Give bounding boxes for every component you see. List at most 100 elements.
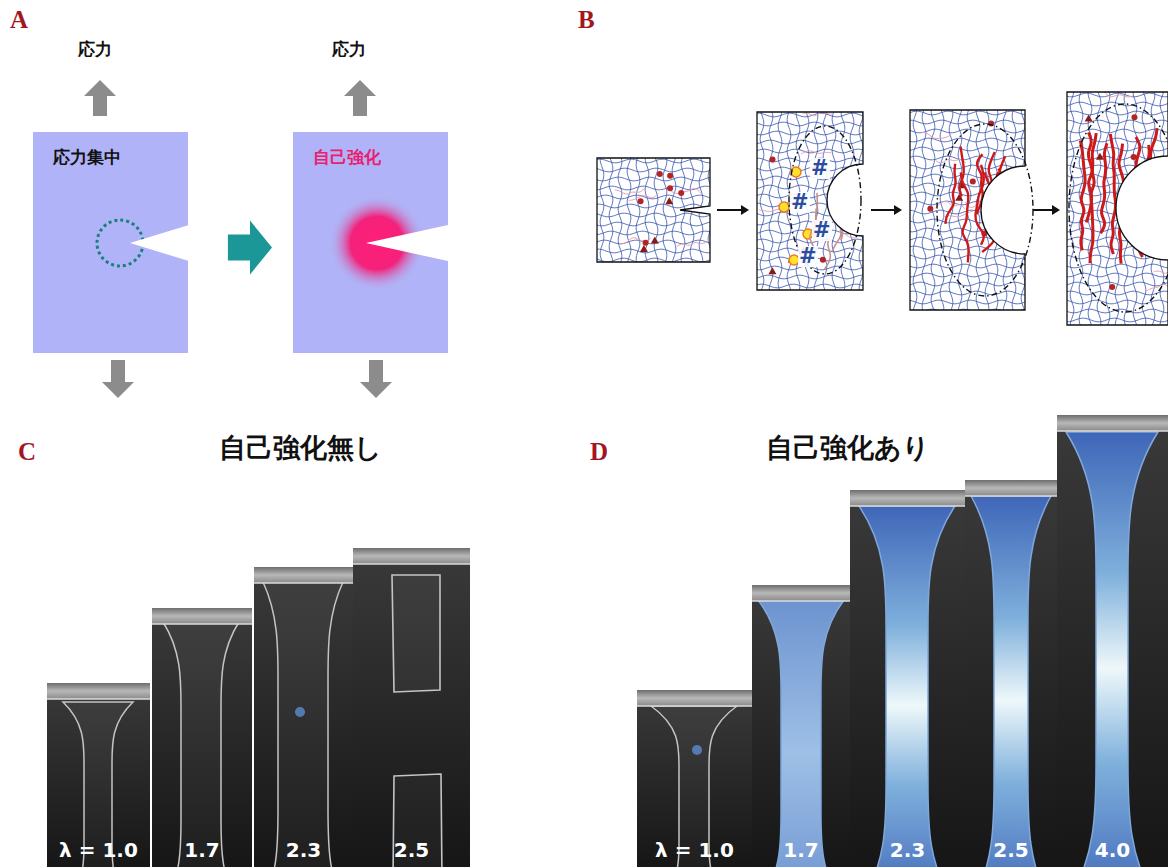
step-arrow — [717, 209, 743, 211]
air-bubble — [295, 707, 305, 717]
node-art — [752, 585, 850, 867]
node-art — [353, 548, 470, 867]
polymer-strand — [677, 241, 707, 246]
monomer-mark — [927, 206, 933, 212]
polymer-strand — [936, 159, 966, 163]
monomer-mark — [770, 156, 776, 162]
clamp — [47, 698, 150, 700]
polymer-strand — [1062, 219, 1168, 223]
monomer-mark — [651, 236, 659, 243]
node-text: 応力集中 — [53, 146, 121, 169]
new-network — [961, 172, 969, 262]
new-network — [998, 169, 1007, 229]
polymer-strand — [904, 105, 908, 320]
polymer-strand — [752, 185, 872, 189]
monomer-mark — [640, 245, 648, 252]
polymer-strand — [690, 153, 694, 268]
polymer-strand — [1021, 105, 1025, 320]
polymer-strand — [752, 104, 872, 108]
polymer-strand — [935, 201, 965, 209]
clamp — [152, 623, 252, 625]
polymer-strand — [1097, 87, 1101, 332]
panel-title: 自己強化無し — [219, 430, 382, 466]
polymer-strand — [1160, 87, 1164, 332]
specimen-photo: 1.7 — [152, 608, 252, 867]
damage-zone — [937, 124, 1033, 296]
air-bubble — [692, 745, 702, 755]
stress-label: 応力 — [332, 38, 366, 61]
step-arrow — [741, 205, 749, 215]
polymer-strand — [663, 153, 667, 268]
monomer-mark — [1109, 284, 1115, 290]
polymer-strand — [592, 168, 717, 172]
panel-letter: B — [578, 6, 595, 34]
gel-block: 自己強化 — [293, 132, 448, 353]
new-network — [1110, 134, 1115, 254]
clamp — [254, 582, 353, 584]
clamp — [1057, 430, 1168, 432]
polymer-strand — [615, 188, 645, 194]
schematic-border — [597, 158, 710, 262]
polymer-strand — [654, 153, 658, 268]
node-text: 自己強化 — [313, 146, 381, 169]
node-art — [850, 490, 965, 867]
node-text: λ = 1.0 — [655, 838, 734, 862]
clamp — [637, 690, 752, 706]
polymer-strand — [1061, 87, 1065, 332]
polymer-strand — [592, 150, 717, 154]
clamp — [47, 683, 150, 699]
polymer-strand — [760, 107, 764, 297]
polymer-strand — [850, 107, 854, 297]
polymer-strand — [592, 231, 717, 235]
polymer-strand — [1062, 84, 1168, 88]
specimen-photo: 2.3 — [850, 490, 965, 867]
polymer-strand — [592, 258, 717, 262]
panel-title: 自己強化あり — [766, 430, 930, 466]
polymer-strand — [752, 212, 872, 216]
step-arrow — [871, 209, 896, 211]
new-network — [960, 147, 964, 197]
monomer-mark — [1125, 220, 1131, 226]
polymer-strand — [905, 183, 1035, 187]
gel-specimen — [651, 706, 737, 867]
new-network — [837, 208, 842, 240]
monomer-mark — [643, 240, 649, 246]
clamp — [965, 480, 1057, 496]
clamp — [353, 563, 470, 565]
specimen-photo: 2.5 — [353, 548, 470, 867]
polymer-strand — [1154, 269, 1168, 277]
polymer-strand — [801, 151, 831, 154]
monomer-mark — [667, 173, 673, 179]
polymer-strand — [1062, 300, 1168, 304]
monomer-mark — [665, 197, 673, 204]
polymer-strand — [752, 293, 872, 297]
polymer-strand — [958, 105, 962, 320]
polymer-strand — [1062, 246, 1168, 250]
specimen-photo: 2.5 — [965, 480, 1057, 867]
new-network — [999, 156, 1010, 236]
new-network — [975, 165, 983, 245]
node-text: 1.7 — [783, 838, 818, 862]
node-text: 2.5 — [394, 838, 429, 862]
node-art — [254, 567, 353, 867]
schematic-ground — [597, 158, 710, 262]
process-arrow — [228, 221, 272, 275]
polymer-strand — [752, 140, 872, 144]
new-network — [825, 237, 831, 269]
polymer-strand — [1106, 87, 1110, 332]
node-text: λ = 1.0 — [59, 838, 138, 862]
polymer-strand — [905, 237, 1035, 241]
clamp — [850, 505, 965, 507]
polymer-strand — [1062, 318, 1168, 322]
polymer-strand — [1140, 204, 1168, 212]
monomer-mark — [1131, 114, 1137, 120]
damage-zone — [1069, 104, 1168, 312]
node-art — [965, 480, 1057, 867]
monomer-mark — [820, 257, 826, 263]
node-text: 2.5 — [993, 838, 1028, 862]
new-network — [1080, 140, 1085, 250]
crack-notch — [130, 224, 188, 262]
monomer-mark — [657, 171, 663, 177]
polymer-strand — [699, 153, 703, 268]
new-network — [1101, 143, 1107, 233]
